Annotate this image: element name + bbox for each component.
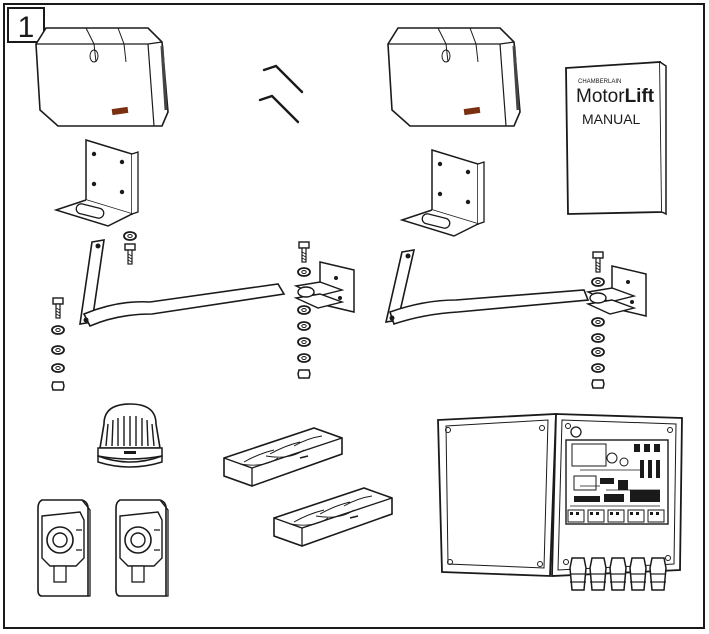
manual-booklet-icon: CHAMBERLAIN MotorLift MANUAL	[565, 61, 667, 216]
figure-number-badge: 1	[7, 7, 45, 44]
photocell-icon	[115, 499, 169, 597]
arm-icon	[79, 239, 286, 328]
photocell-icon	[37, 499, 91, 597]
manual-title-bold: Lift	[625, 86, 655, 107]
manual-subtitle: MANUAL	[582, 111, 641, 127]
manual-title-light: Motor	[576, 86, 625, 107]
control-box-icon	[437, 413, 683, 591]
motor-icon	[34, 26, 170, 128]
svg-text:MotorLift: MotorLift	[576, 86, 655, 107]
arm-icon	[384, 249, 590, 326]
washer-icon	[123, 231, 137, 241]
hinge-bracket-icon	[293, 261, 355, 313]
hinge-bracket-icon	[585, 265, 647, 317]
manual-brand: CHAMBERLAIN	[578, 79, 621, 85]
warning-lamp-icon	[97, 403, 163, 468]
motor-icon	[386, 26, 522, 128]
allen-key-icon	[258, 64, 304, 124]
figure-number: 1	[18, 11, 35, 44]
